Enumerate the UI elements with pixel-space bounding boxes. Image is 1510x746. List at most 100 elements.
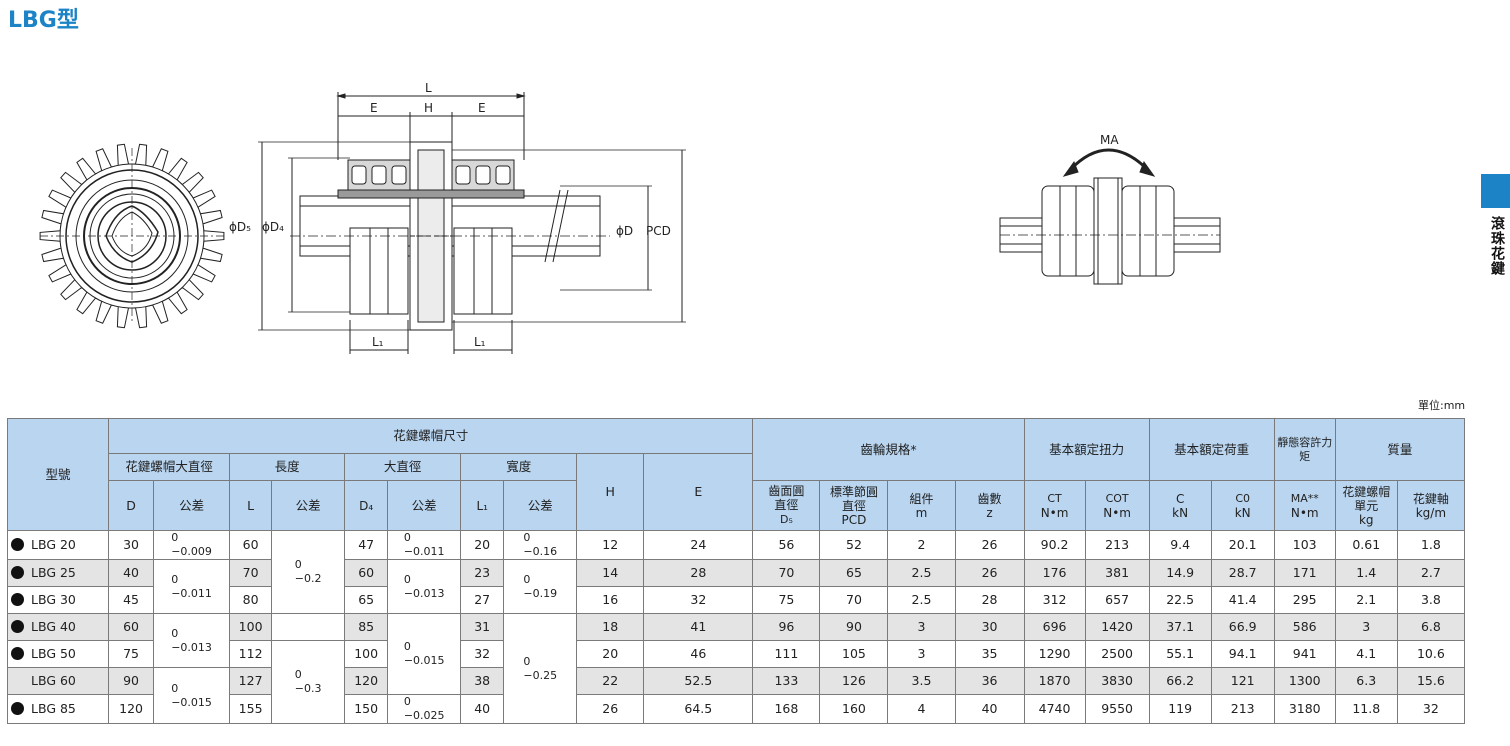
moment-label: MA: [1100, 133, 1119, 147]
cell-CT: 1870: [1023, 667, 1086, 695]
tolerance-cell: 0−0.013: [387, 559, 462, 614]
bullet-icon: [11, 702, 24, 715]
cell-z: 26: [954, 559, 1025, 587]
cell-E: 46: [643, 640, 754, 668]
cell-C: 119: [1148, 694, 1212, 724]
cell-L1: 20: [460, 530, 505, 560]
cell-L1: 27: [460, 586, 505, 614]
tolerance-cell: 0−0.25: [503, 613, 578, 724]
cell-shaft: 2.7: [1396, 559, 1466, 587]
cell-D: 60: [108, 613, 155, 641]
cell-CT: 696: [1023, 613, 1086, 641]
nut-side-view: [258, 92, 686, 354]
cell-D: 30: [108, 530, 155, 560]
cell-E: 41: [643, 613, 754, 641]
cell-MA: 3180: [1273, 694, 1336, 724]
load-header: 基本額定荷重: [1148, 418, 1275, 481]
tolerance-cell: 0−0.011: [387, 530, 462, 560]
cell-PCD: 90: [819, 613, 889, 641]
cell-CT: 4740: [1023, 694, 1086, 724]
cell-MA: 1300: [1273, 667, 1336, 695]
col-tol-L1: 公差: [503, 480, 578, 531]
unit-label: 單位:mm: [1418, 399, 1466, 412]
cell-D5: 96: [752, 613, 821, 641]
cell-C: 22.5: [1148, 586, 1212, 614]
retainer-ball: [495, 165, 511, 185]
cell-L: 80: [229, 586, 273, 614]
cell-m: 3.5: [887, 667, 956, 695]
cell-D4: 60: [344, 559, 389, 587]
cell-PCD: 126: [819, 667, 889, 695]
dim-E-right: E: [478, 101, 486, 115]
moment-view: [999, 148, 1221, 285]
dim-phiD5: ϕD₅: [229, 220, 251, 234]
dim-L: L: [425, 81, 432, 95]
tolerance-cell: 0−0.015: [153, 667, 231, 724]
cell-E: 64.5: [643, 694, 754, 724]
tolerance-cell: 0−0.19: [503, 559, 578, 614]
cell-D: 40: [108, 559, 155, 587]
bullet-icon: [11, 647, 24, 660]
cell-D4: 100: [344, 640, 389, 668]
cell-C: 9.4: [1148, 530, 1212, 560]
tolerance-cell: 0−0.009: [153, 530, 231, 560]
retainer-ball: [351, 165, 367, 185]
cell-C0: 20.1: [1210, 530, 1275, 560]
cell-COT: 657: [1084, 586, 1150, 614]
cell-MA: 295: [1273, 586, 1336, 614]
cell-D: 45: [108, 586, 155, 614]
retainer-ball: [371, 165, 387, 185]
cell-L: 112: [229, 640, 273, 668]
cell-COT: 9550: [1084, 694, 1150, 724]
gear-end-view: [39, 143, 225, 329]
dim-E-left: E: [370, 101, 378, 115]
cell-E: 52.5: [643, 667, 754, 695]
moment-header: 靜態容許力矩: [1273, 418, 1336, 481]
cell-H: 16: [576, 586, 645, 614]
cell-C0: 121: [1210, 667, 1275, 695]
gear-header: 齒輪規格*: [752, 418, 1025, 481]
outer-dia-header: 花鍵螺帽大直徑: [108, 453, 231, 481]
cell-nut: 11.8: [1334, 694, 1398, 724]
cell-nut: 0.61: [1334, 530, 1398, 560]
cell-shaft: 3.8: [1396, 586, 1466, 614]
cell-L: 70: [229, 559, 273, 587]
cell-L1: 31: [460, 613, 505, 641]
cell-CT: 90.2: [1023, 530, 1086, 560]
cell-z: 30: [954, 613, 1025, 641]
cell-L1: 40: [460, 694, 505, 724]
cell-L1: 32: [460, 640, 505, 668]
cell-D: 75: [108, 640, 155, 668]
cell-L: 60: [229, 530, 273, 560]
cell-H: 22: [576, 667, 645, 695]
cell-CT: 176: [1023, 559, 1086, 587]
cell-z: 40: [954, 694, 1025, 724]
cell-D4: 120: [344, 667, 389, 695]
cell-C: 14.9: [1148, 559, 1212, 587]
length-header: 長度: [229, 453, 346, 481]
col-tol-D: 公差: [153, 480, 231, 531]
dim-H: H: [424, 101, 433, 115]
cell-nut: 6.3: [1334, 667, 1398, 695]
model-header: 型號: [6, 418, 110, 531]
cell-H: 18: [576, 613, 645, 641]
retainer-ball: [455, 165, 471, 185]
cell-PCD: 65: [819, 559, 889, 587]
cell-L: 127: [229, 667, 273, 695]
cell-L1: 23: [460, 559, 505, 587]
col-E: E: [643, 453, 754, 531]
cell-COT: 1420: [1084, 613, 1150, 641]
cell-CT: 312: [1023, 586, 1086, 614]
cell-D5: 70: [752, 559, 821, 587]
